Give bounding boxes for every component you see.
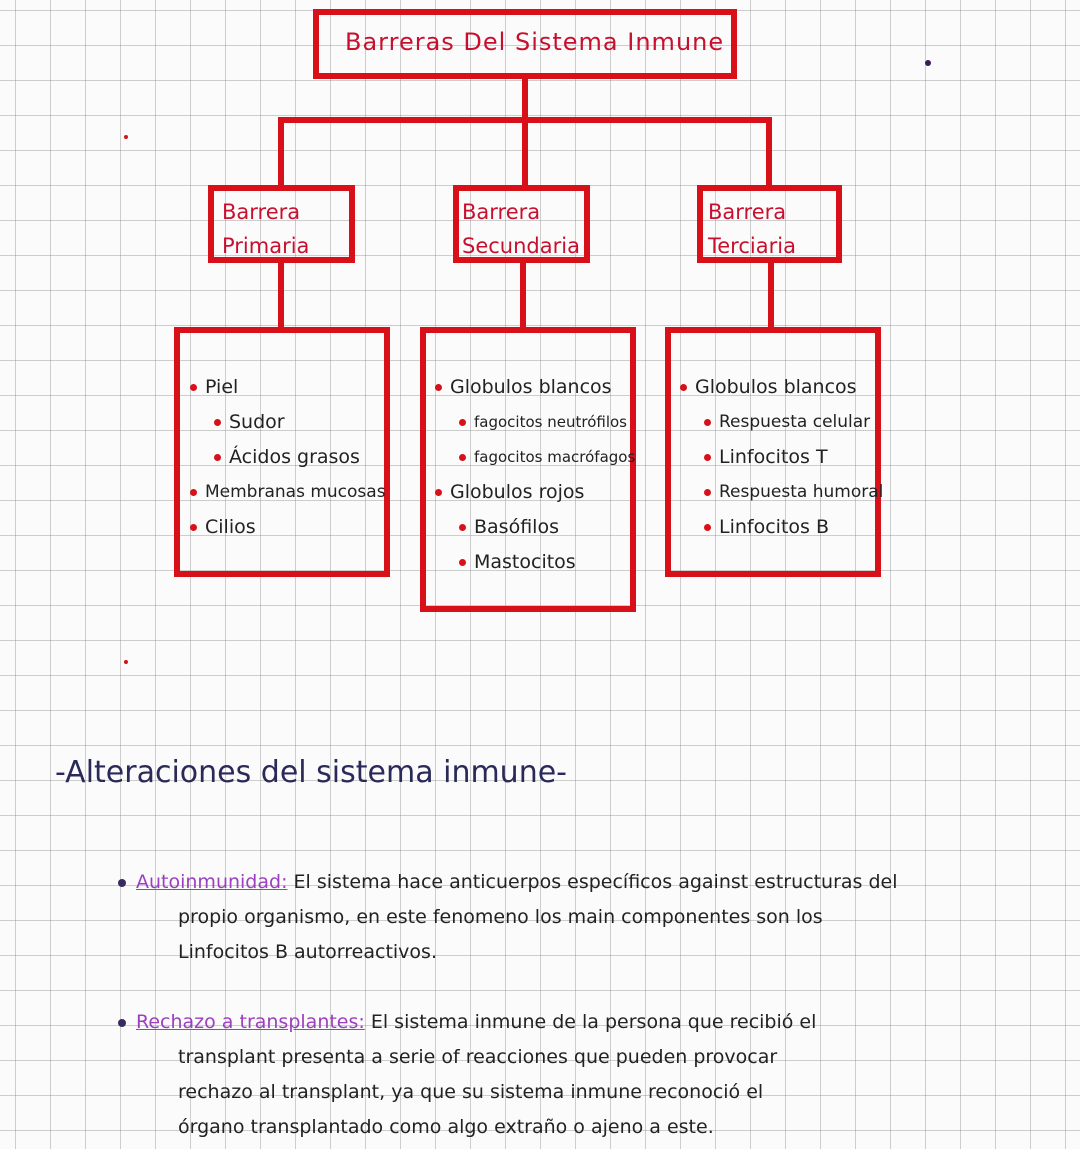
- item-label: fagocitos macrófagos: [474, 448, 636, 466]
- item-label: Ácidos grasos: [229, 446, 360, 468]
- bullet-icon: [680, 384, 687, 391]
- bullet-icon: [459, 524, 466, 531]
- bullet-icon: [118, 1018, 126, 1027]
- list-item: Piel: [190, 370, 386, 405]
- branch-box-primaria: [208, 185, 355, 263]
- entry-line: El sistema hace anticuerpos específicos …: [293, 871, 898, 893]
- bullet-icon: [459, 559, 466, 566]
- bullet-icon: [435, 384, 442, 391]
- ink-dot: [925, 60, 931, 66]
- connector-terciaria-detail: [768, 263, 774, 329]
- item-label: Linfocitos T: [719, 446, 828, 468]
- bullet-icon: [190, 488, 197, 496]
- entry-line: Linfocitos B autorreactivos.: [178, 941, 437, 963]
- ink-dot: [124, 135, 128, 139]
- item-label: Globulos blancos: [450, 376, 612, 398]
- entry-autoinmunidad: Autoinmunidad: El sistema hace anticuerp…: [118, 865, 1063, 970]
- list-item: Ácidos grasos: [190, 440, 386, 475]
- item-label: Globulos rojos: [450, 481, 585, 503]
- item-label: Piel: [205, 376, 239, 398]
- bullet-icon: [704, 524, 711, 531]
- connector-root-down: [522, 79, 528, 121]
- detail-box-primaria: [174, 327, 390, 577]
- branch-title-line2: Terciaria: [708, 234, 796, 258]
- entry-term: Rechazo a transplantes:: [136, 1011, 365, 1033]
- connector-right-down: [766, 117, 772, 187]
- branch-title-secundaria: Barrera Secundaria: [462, 195, 580, 263]
- branch-title-line2: Primaria: [222, 234, 310, 258]
- bullet-icon: [214, 419, 221, 426]
- section-heading: -Alteraciones del sistema inmune-: [55, 755, 567, 790]
- list-item: Basófilos: [435, 510, 635, 545]
- list-item: Respuesta humoral: [680, 475, 883, 510]
- detail-list-terciaria: Globulos blancos Respuesta celular Linfo…: [680, 370, 883, 545]
- branch-title-primaria: Barrera Primaria: [222, 195, 309, 263]
- detail-box-terciaria: [665, 327, 881, 577]
- bullet-icon: [704, 454, 711, 461]
- bullet-icon: [214, 454, 221, 461]
- entry-line: órgano transplantado como algo extraño o…: [178, 1116, 714, 1138]
- list-item: Globulos blancos: [435, 370, 635, 405]
- ink-dot: [124, 660, 128, 664]
- item-label: Basófilos: [474, 516, 559, 538]
- item-label: Cilios: [205, 516, 256, 538]
- diagram-title: Barreras Del Sistema Inmune: [345, 28, 725, 56]
- entry-rechazo-transplantes: Rechazo a transplantes: El sistema inmun…: [118, 1005, 1063, 1145]
- list-item: Sudor: [190, 405, 386, 440]
- diagram-root-box: [313, 9, 737, 79]
- entry-line: propio organismo, en este fenomeno los m…: [178, 906, 823, 928]
- list-item: Linfocitos B: [680, 510, 883, 545]
- entry-line: El sistema inmune de la persona que reci…: [370, 1011, 817, 1033]
- detail-list-primaria: Piel Sudor Ácidos grasos Membranas mucos…: [190, 370, 386, 545]
- item-label: Globulos blancos: [695, 376, 857, 398]
- list-item: Membranas mucosas: [190, 475, 386, 510]
- list-item: Cilios: [190, 510, 386, 545]
- detail-box-secundaria: [420, 327, 636, 612]
- list-item: Mastocitos: [435, 545, 635, 580]
- connector-secundaria-detail: [520, 263, 526, 329]
- item-label: fagocitos neutrófilos: [474, 413, 627, 431]
- connector-primaria-detail: [278, 263, 284, 329]
- branch-title-line2: Secundaria: [462, 234, 580, 258]
- list-item: Globulos rojos: [435, 475, 635, 510]
- item-label: Mastocitos: [474, 551, 576, 573]
- connector-left-down: [278, 117, 284, 187]
- detail-list-secundaria: Globulos blancos fagocitos neutrófilos f…: [435, 370, 635, 580]
- bullet-icon: [435, 489, 442, 496]
- branch-title-line1: Barrera: [708, 200, 787, 224]
- branch-box-terciaria: [697, 185, 842, 263]
- bullet-icon: [459, 454, 466, 461]
- bullet-icon: [190, 524, 197, 531]
- entry-line: rechazo al transplant, ya que su sistema…: [178, 1081, 764, 1103]
- item-label: Sudor: [229, 411, 285, 433]
- bullet-icon: [190, 384, 197, 391]
- item-label: Membranas mucosas: [205, 482, 386, 502]
- list-item: fagocitos neutrófilos: [435, 405, 635, 440]
- list-item: Respuesta celular: [680, 405, 883, 440]
- branch-box-secundaria: [453, 185, 590, 263]
- branch-title-line1: Barrera: [222, 200, 301, 224]
- list-item: Globulos blancos: [680, 370, 883, 405]
- entry-term: Autoinmunidad:: [136, 871, 288, 893]
- branch-title-line1: Barrera: [462, 200, 541, 224]
- item-label: Linfocitos B: [719, 516, 829, 538]
- connector-mid-down: [522, 117, 528, 187]
- list-item: Linfocitos T: [680, 440, 883, 475]
- item-label: Respuesta celular: [719, 412, 871, 432]
- item-label: Respuesta humoral: [719, 482, 884, 502]
- bullet-icon: [118, 878, 126, 887]
- bullet-icon: [704, 418, 711, 426]
- entry-line: transplant presenta a serie of reaccione…: [178, 1046, 778, 1068]
- list-item: fagocitos macrófagos: [435, 440, 635, 475]
- bullet-icon: [459, 419, 466, 426]
- branch-title-terciaria: Barrera Terciaria: [708, 195, 796, 263]
- bullet-icon: [704, 488, 711, 496]
